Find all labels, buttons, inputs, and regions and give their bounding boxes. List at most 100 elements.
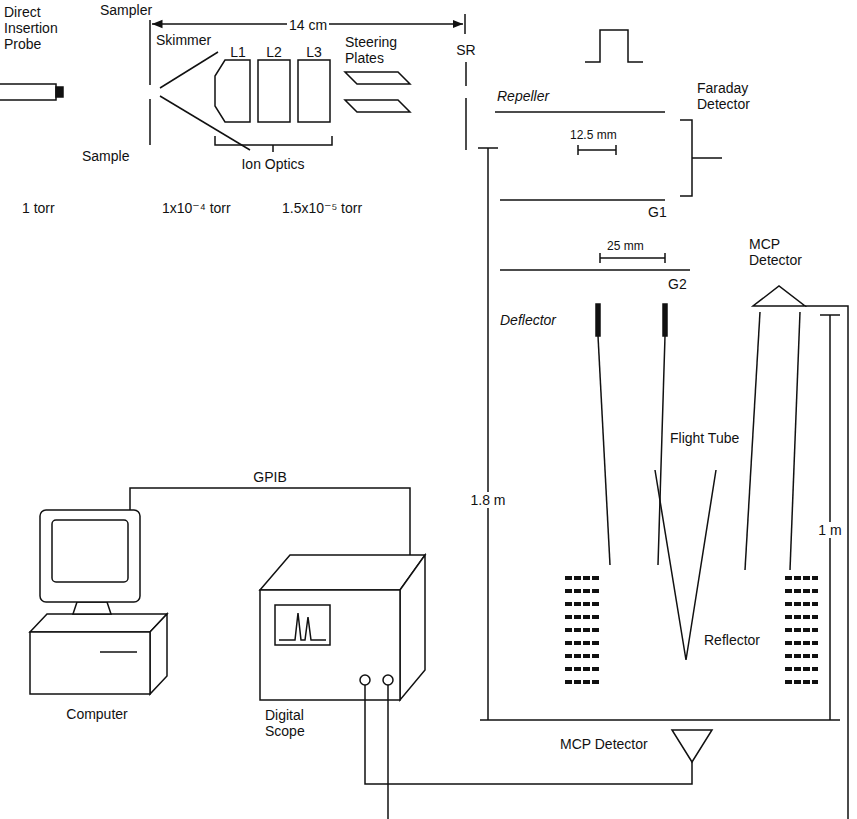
signal-cable: [130, 488, 410, 555]
signal-wire: [387, 685, 389, 745]
reflector-ring: [785, 589, 818, 593]
pulse-symbol: [585, 30, 643, 62]
dimension-tick: [599, 253, 601, 263]
reflector-ring: [565, 576, 600, 580]
lens-element: [258, 60, 290, 122]
reflector-ring: [565, 602, 600, 606]
reflector-ring: [785, 641, 818, 645]
scope-case: [260, 590, 400, 700]
dimension-line: [487, 148, 489, 720]
part-label: Direct Insertion Probe: [4, 4, 78, 52]
reflector-ring: [565, 667, 600, 671]
reflector-ring: [785, 654, 818, 658]
insertion-probe: [0, 84, 56, 100]
dimension-line: [578, 149, 616, 151]
lens-element: [298, 60, 330, 122]
dimension-tick: [664, 253, 666, 263]
sample-tip: [56, 87, 63, 97]
signal-wire: [805, 306, 848, 819]
node-text: Digital Scope: [265, 707, 327, 739]
lens-element: L3: [298, 44, 331, 124]
detector: MCP Detector: [745, 236, 833, 308]
computer: Computer: [25, 510, 170, 725]
steering-plate: [345, 72, 410, 84]
reference-line: [480, 719, 840, 721]
detector-symbol: [753, 286, 805, 306]
faraday-cup: [680, 120, 722, 196]
part-label: Steering Plates: [345, 34, 417, 66]
node-text: L1: [230, 44, 246, 60]
scope-trace: [279, 613, 326, 640]
group-label: Ion Optics: [241, 156, 304, 172]
deflector-plate: [596, 304, 600, 336]
monitor-stand: [73, 602, 111, 614]
reflector-ring: [785, 680, 818, 684]
node-text: L2: [266, 44, 282, 60]
reflector-ring: [785, 615, 818, 619]
dimension-tick: [615, 145, 617, 155]
reflector-ring: [785, 602, 818, 606]
cable-label: GPIB: [251, 469, 288, 485]
lens-element: [215, 60, 250, 122]
part-label: Repeller: [497, 88, 549, 104]
node-outline: [25, 510, 170, 725]
scope-screen: [275, 605, 330, 645]
reflector-ring: [565, 628, 600, 632]
group-bracket: [215, 136, 332, 152]
part-label: Sampler: [100, 2, 152, 18]
part-label: G1: [648, 204, 667, 220]
signal-wire: [387, 745, 389, 819]
oscilloscope: Digital Scope: [255, 555, 430, 745]
monitor-screen: [52, 520, 128, 582]
reflector-ring: [565, 654, 600, 658]
reflector-ring: [785, 576, 818, 580]
input-connector: [383, 675, 393, 685]
part-label: Reflector: [702, 632, 762, 648]
detector-symbol: [672, 730, 712, 762]
aperture-plate: [465, 62, 467, 86]
lens-element: L1: [215, 44, 251, 124]
computer-case: [30, 614, 167, 632]
skimmer-cone: [160, 52, 218, 88]
sampler-cone: [149, 99, 151, 145]
node-text: MCP Detector: [560, 736, 648, 752]
ion-beam: [790, 312, 800, 570]
dimension-tick: [577, 145, 579, 155]
part-label: Faraday Detector: [697, 80, 773, 112]
dimension-label: 25 mm: [607, 238, 644, 254]
monitor: [40, 510, 140, 602]
pressure-label: 1.5x10⁻⁵ torr: [282, 200, 362, 216]
node-text: Computer: [66, 706, 127, 722]
ion-beam: [598, 336, 610, 565]
steering-plate: [345, 100, 410, 112]
instrument-lines: [0, 14, 848, 819]
part-label: Sample: [82, 148, 129, 164]
reflector-ring: [565, 680, 600, 684]
grid-plate: [500, 269, 690, 271]
dimension-tick: [464, 14, 466, 34]
aperture-plate: [465, 98, 467, 150]
detector: MCP Detector: [560, 728, 720, 762]
part-label: Flight Tube: [668, 430, 741, 446]
node-text: L3: [306, 44, 322, 60]
grid-plate: [500, 199, 665, 201]
scope-case: [260, 555, 425, 590]
part-label: SR: [456, 42, 475, 58]
signal-wire: [364, 685, 366, 745]
computer-case: [30, 632, 150, 694]
sampler-cone: [149, 20, 151, 85]
ion-beam: [658, 336, 665, 565]
pressure-label: 1 torr: [22, 200, 55, 216]
pressure-label: 1x10⁻⁴ torr: [162, 200, 231, 216]
ion-beam: [745, 312, 760, 570]
dimension-label: 1 m: [816, 522, 843, 538]
computer-case: [150, 614, 167, 694]
input-connector: [360, 675, 370, 685]
drive-slot: [100, 651, 137, 653]
node-text: MCP Detector: [749, 236, 819, 268]
dimension-label: 1.8 m: [468, 492, 507, 508]
reflector-ring: [785, 667, 818, 671]
